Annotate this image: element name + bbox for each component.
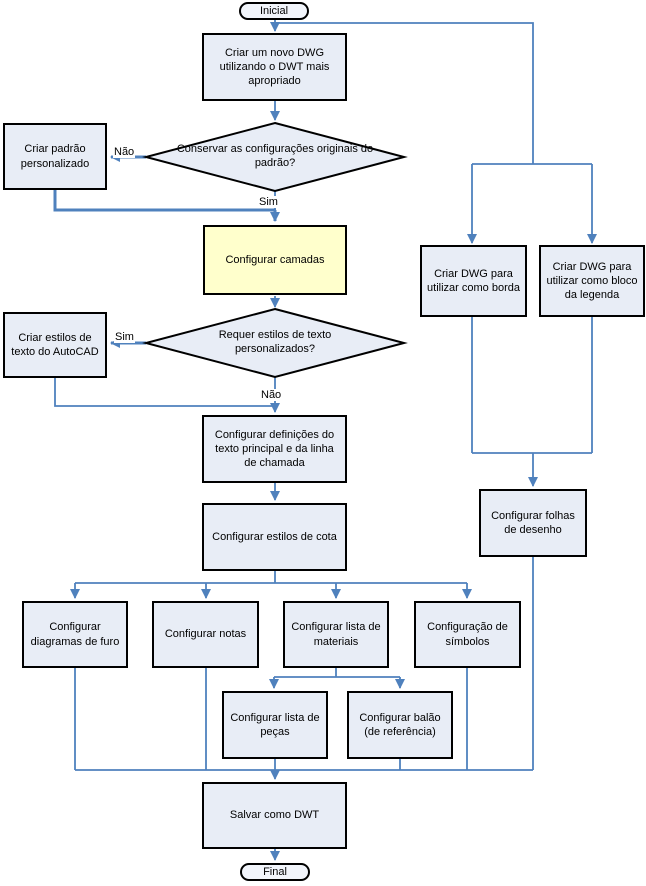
process-configure-symbols: Configuração de símbolos xyxy=(414,601,521,668)
edge-branch-right xyxy=(275,22,534,164)
end-terminal: Final xyxy=(240,863,310,881)
edge-customstd-join xyxy=(53,190,276,212)
decision-keep-defaults-diamond xyxy=(142,121,408,193)
edge-label-no-2: Não xyxy=(260,389,283,401)
edge-label-yes-1: Sim xyxy=(258,196,279,208)
process-configure-dim-styles: Configurar estilos de cota xyxy=(202,503,347,571)
decision-keep-defaults-label: Conservar as configurações originais do … xyxy=(176,143,374,169)
process-configure-hole-charts: Configurar diagramas de furo xyxy=(22,601,128,668)
edge-textstyles-join xyxy=(54,378,275,407)
process-configure-balloon: Configurar balão (de referência) xyxy=(347,691,453,759)
process-configure-sheets: Configurar folhas de desenho xyxy=(479,489,587,557)
process-dwg-border: Criar DWG para utilizar como borda xyxy=(420,245,527,317)
process-save-dwt: Salvar como DWT xyxy=(202,782,347,849)
decision-text-styles-label: Requer estilos de texto personalizados? xyxy=(218,329,332,355)
process-dwg-title-block: Criar DWG para utilizar como bloco da le… xyxy=(539,245,645,317)
process-create-dwg: Criar um novo DWG utilizando o DWT mais … xyxy=(202,33,347,101)
process-custom-standard: Criar padrão personalizado xyxy=(3,123,107,190)
process-create-text-styles: Criar estilos de texto do AutoCAD xyxy=(3,312,107,378)
process-configure-material-list: Configurar lista de materiais xyxy=(283,601,389,668)
connectors xyxy=(53,20,597,861)
process-configure-layers: Configurar camadas xyxy=(203,225,347,295)
edge-label-yes-2: Sim xyxy=(114,331,135,343)
process-configure-parts-list: Configurar lista de peças xyxy=(222,691,328,759)
decision-text-styles-diamond xyxy=(142,307,408,379)
process-configure-text-defs: Configurar definições do texto principal… xyxy=(202,415,347,483)
edge-label-no-1: Não xyxy=(113,146,136,158)
start-terminal: Inicial xyxy=(239,2,309,20)
process-configure-notes: Configurar notas xyxy=(152,601,259,668)
